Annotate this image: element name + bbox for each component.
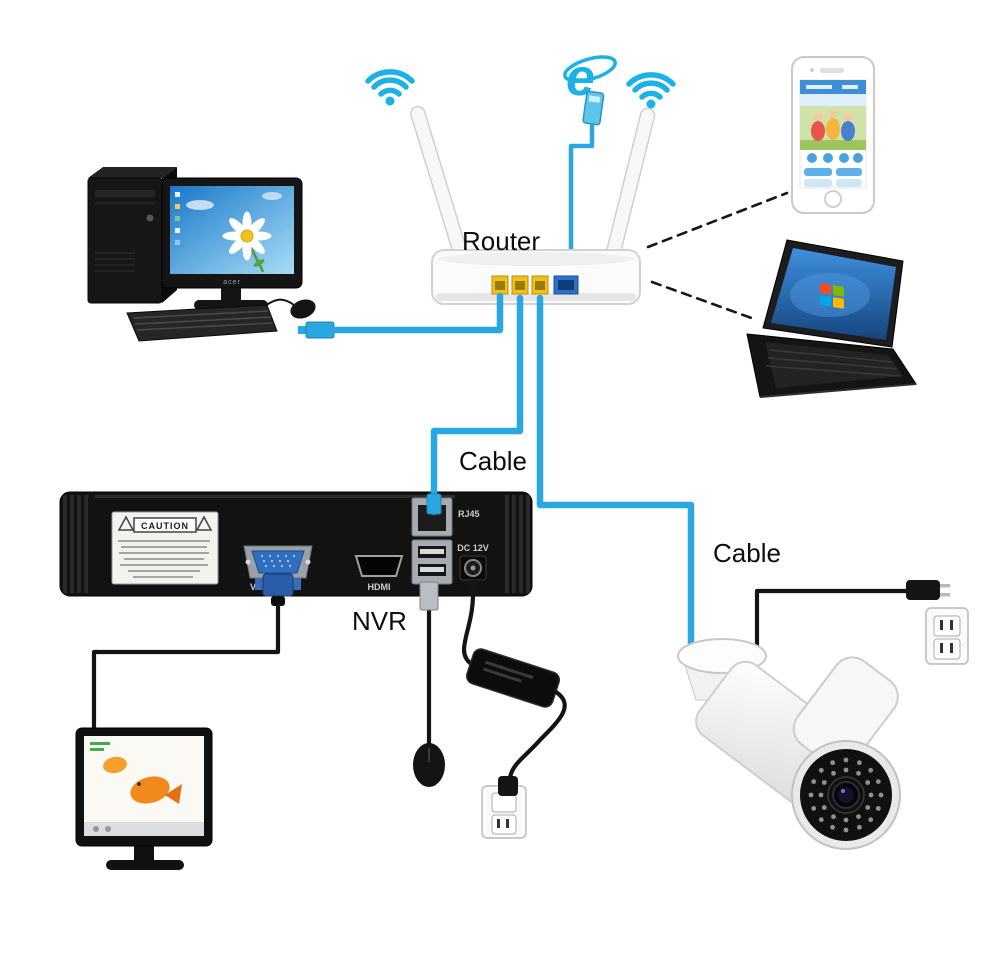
- camera-face: [791, 740, 901, 850]
- dongle-cable: [568, 123, 595, 257]
- internet-explorer-icon: e: [563, 49, 617, 107]
- wifi-icon-left: [365, 69, 415, 106]
- mouse-icon: [290, 299, 316, 319]
- display-monitor: [75, 727, 213, 870]
- caution-sticker: CAUTION: [111, 511, 219, 585]
- desktop-monitor: acer: [161, 177, 303, 310]
- warning-triangle-icon: [117, 515, 135, 531]
- laptop: [746, 239, 917, 398]
- caution-text: CAUTION: [141, 521, 189, 531]
- ethernet-cable-router-nvr: [430, 294, 524, 516]
- wall-outlet-bottom: [481, 785, 527, 839]
- power-adapter: [465, 648, 561, 708]
- router: Router: [410, 105, 656, 305]
- power-plug-right: [906, 580, 950, 600]
- vga-connector-icon: [255, 573, 301, 606]
- phone-screen: [799, 79, 867, 189]
- wall-outlet-right: [925, 607, 969, 665]
- windows-logo-icon: [820, 283, 844, 309]
- monitor-brand-text: acer: [223, 279, 241, 286]
- phone-speaker: [820, 68, 844, 73]
- hdmi-label: HDMI: [368, 582, 391, 592]
- router-antenna-left: [410, 105, 469, 263]
- router-ports: [491, 275, 579, 295]
- power-plug-bottom: [498, 776, 518, 796]
- phone-home-button: [824, 190, 842, 208]
- dc-jack: [459, 555, 487, 581]
- ethernet-cable-router-camera: [536, 294, 695, 654]
- wifi-icon-right: [626, 72, 676, 109]
- router-label: Router: [462, 226, 540, 256]
- usb-dongle-icon: [582, 90, 605, 126]
- ir-leds: [808, 757, 884, 833]
- usb-mouse: [413, 743, 445, 787]
- usb-connector-icon: [419, 581, 439, 611]
- keyboard: [126, 304, 278, 342]
- nvr-label: NVR: [352, 606, 407, 636]
- dc-label: DC 12V: [457, 543, 489, 553]
- smartphone: [791, 56, 875, 214]
- router-antenna-right: [604, 107, 656, 263]
- desktop-icons: [175, 192, 180, 245]
- camera-power-cable: [754, 588, 911, 653]
- security-camera: [677, 638, 901, 850]
- dc-barrel-plug: [468, 580, 478, 594]
- cable-label-nvr: Cable: [459, 446, 527, 476]
- wireless-link-laptop: [650, 280, 759, 322]
- rj45-plug-boot: [426, 493, 442, 515]
- adapter-output-cable: [507, 689, 567, 781]
- usb-ports: [411, 539, 453, 585]
- nvr-recorder: CAUTION VGA: [59, 491, 533, 636]
- ethernet-cable-pc-router: [330, 292, 504, 334]
- vga-cable: [91, 601, 281, 735]
- desktop-computer: acer: [87, 167, 316, 342]
- cable-label-camera: Cable: [713, 538, 781, 568]
- hdmi-port: [354, 555, 404, 577]
- sticker-fine-print: [118, 540, 210, 578]
- wireless-link-phone: [646, 191, 789, 249]
- rj45-label: RJ45: [458, 509, 480, 519]
- rj45-port: [411, 497, 453, 537]
- phone-camera-dot: [810, 68, 814, 72]
- daisy-wallpaper: [222, 211, 272, 273]
- ethernet-connector-icon: [298, 321, 335, 339]
- nvr-ridges: [63, 495, 530, 593]
- vga-port: [243, 545, 313, 579]
- mouse-cable: [267, 298, 295, 306]
- dc-power-cable: [461, 591, 476, 666]
- warning-triangle-icon: [195, 515, 213, 531]
